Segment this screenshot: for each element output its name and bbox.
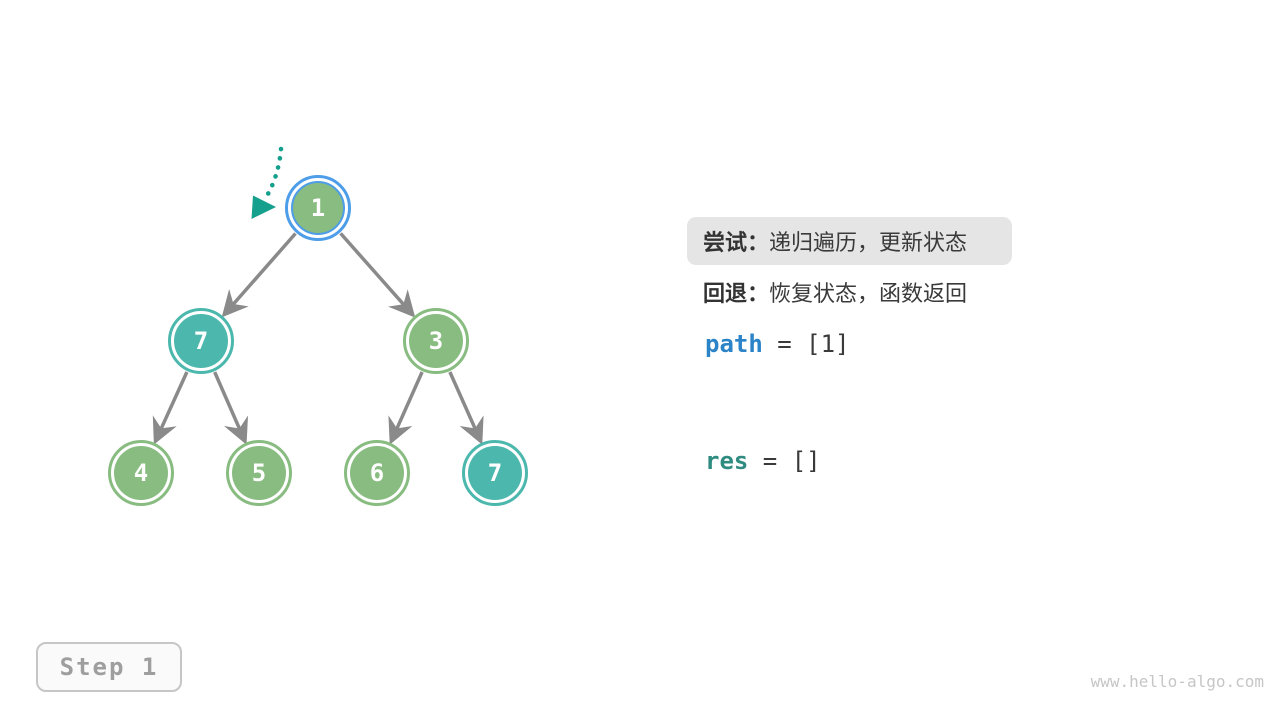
tree-node-left-right-value: 5 [232,446,286,500]
edge-7-4 [152,371,189,445]
tree-node-right-value: 3 [409,314,463,368]
edge-3-6 [388,371,424,445]
tree-node-left-value: 7 [174,314,228,368]
tree-node-left: 7 [168,308,234,374]
res-variable-name: res [705,447,749,475]
tree-node-right-right-value: 7 [468,446,522,500]
path-variable-line: path = [1] [705,328,850,360]
tree-node-right-left: 6 [344,440,410,506]
step-badge: Step 1 [36,642,182,692]
path-variable-name: path [705,330,763,358]
tree-node-right-right: 7 [462,440,528,506]
edge-1-3 [339,232,416,318]
path-variable-value: = [1] [762,330,850,358]
res-variable-value: = [] [748,447,821,475]
tree-node-left-left-value: 4 [114,446,168,500]
tree-node-left-right: 5 [226,440,292,506]
try-text: 递归遍历，更新状态 [769,230,968,255]
tree-node-right-left-value: 6 [350,446,404,500]
res-variable-line: res = [] [705,445,821,477]
backtrack-text: 恢复状态，函数返回 [769,281,968,306]
backtrack-line: 回退：恢复状态，函数返回 [703,268,967,316]
current-pointer-arrow-icon [251,146,284,219]
backtrack-label: 回退： [703,281,770,306]
tree-node-left-left: 4 [108,440,174,506]
tree-node-root: 1 [285,175,351,241]
edge-7-5 [213,371,249,445]
watermark: www.hello-algo.com [1090,672,1264,691]
try-action-pill: 尝试：递归遍历，更新状态 [687,217,1012,265]
tree-node-root-value: 1 [291,181,345,235]
edge-3-7 [448,371,484,445]
try-label: 尝试： [703,230,770,255]
edge-1-7 [221,232,297,318]
tree-node-right: 3 [403,308,469,374]
